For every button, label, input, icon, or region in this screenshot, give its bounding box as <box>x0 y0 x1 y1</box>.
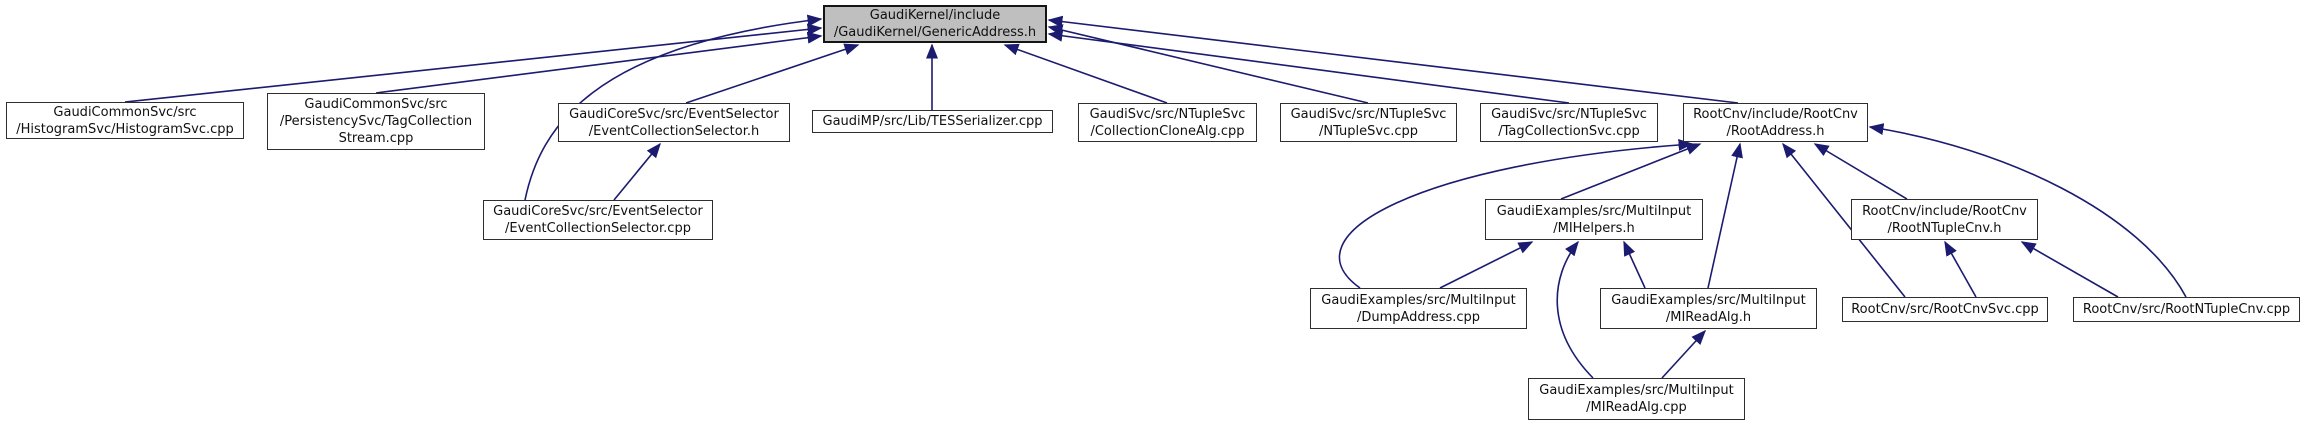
node-collection-clone-alg-cpp[interactable]: GaudiSvc/src/NTupleSvc /CollectionCloneA… <box>1078 103 1257 142</box>
node-root-address-h[interactable]: RootCnv/include/RootCnv /RootAddress.h <box>1683 103 1868 142</box>
edge-event-collection-selector-h-to-generic-address-h <box>685 43 860 104</box>
edge-mi-read-alg-cpp-to-mi-read-alg-h <box>1661 329 1707 379</box>
edge-collection-clone-alg-cpp-to-generic-address-h <box>1003 43 1168 104</box>
node-generic-address-h[interactable]: GaudiKernel/include /GaudiKernel/Generic… <box>823 5 1047 43</box>
edge-root-cnv-svc-cpp-to-root-address-h <box>1782 142 1906 298</box>
node-root-ntuple-cnv-cpp[interactable]: RootCnv/src/RootNTupleCnv.cpp <box>2073 297 2300 322</box>
edge-event-collection-selector-cpp-to-event-collection-selector-h <box>613 142 661 201</box>
node-event-collection-selector-h[interactable]: GaudiCoreSvc/src/EventSelector /EventCol… <box>558 103 790 142</box>
edge-ntuple-svc-cpp-to-generic-address-h <box>1047 24 1369 104</box>
node-root-cnv-svc-cpp[interactable]: RootCnv/src/RootCnvSvc.cpp <box>1842 297 2048 322</box>
node-ntuple-svc-cpp[interactable]: GaudiSvc/src/NTupleSvc /NTupleSvc.cpp <box>1280 103 1457 142</box>
node-root-ntuple-cnv-h[interactable]: RootCnv/include/RootCnv /RootNTupleCnv.h <box>1851 199 2038 240</box>
edge-mi-helpers-h-to-root-address-h <box>1560 143 1702 200</box>
edge-root-cnv-svc-cpp-to-root-ntuple-cnv-h <box>1944 240 1977 298</box>
edge-root-ntuple-cnv-h-to-root-address-h <box>1813 143 1908 200</box>
node-tag-collection-svc-cpp[interactable]: GaudiSvc/src/NTupleSvc /TagCollectionSvc… <box>1480 103 1658 142</box>
node-mi-read-alg-cpp[interactable]: GaudiExamples/src/MultiInput /MIReadAlg.… <box>1528 378 1745 420</box>
edge-tag-collection-stream-cpp-to-generic-address-h <box>375 31 823 94</box>
edge-root-address-h-to-generic-address-h <box>1047 15 1739 104</box>
edge-mi-read-alg-h-to-root-address-h <box>1707 142 1743 289</box>
node-mi-read-alg-h[interactable]: GaudiExamples/src/MultiInput /MIReadAlg.… <box>1600 288 1817 329</box>
edge-tag-collection-svc-cpp-to-generic-address-h <box>1047 29 1570 104</box>
edge-dump-address-cpp-to-mi-helpers-h <box>1439 241 1534 289</box>
node-tag-collection-stream-cpp[interactable]: GaudiCommonSvc/src /PersistencySvc/TagCo… <box>267 93 485 150</box>
edge-event-collection-selector-cpp-to-generic-address-h <box>524 14 823 201</box>
edge-mi-read-alg-cpp-to-mi-helpers-h <box>1556 240 1594 379</box>
node-histogram-svc-cpp[interactable]: GaudiCommonSvc/src /HistogramSvc/Histogr… <box>6 102 244 139</box>
node-mi-helpers-h[interactable]: GaudiExamples/src/MultiInput /MIHelpers.… <box>1485 199 1703 240</box>
edge-root-ntuple-cnv-cpp-to-root-address-h <box>1868 123 2187 298</box>
edge-dump-address-cpp-to-root-address-h <box>1338 138 1694 289</box>
node-event-collection-selector-cpp[interactable]: GaudiCoreSvc/src/EventSelector /EventCol… <box>483 200 713 240</box>
edge-mi-read-alg-h-to-mi-helpers-h <box>1623 240 1646 289</box>
edge-root-ntuple-cnv-cpp-to-root-ntuple-cnv-h <box>2020 241 2119 298</box>
node-tes-serializer-cpp[interactable]: GaudiMP/src/Lib/TESSerializer.cpp <box>812 110 1053 133</box>
node-dump-address-cpp[interactable]: GaudiExamples/src/MultiInput /DumpAddres… <box>1310 288 1527 329</box>
